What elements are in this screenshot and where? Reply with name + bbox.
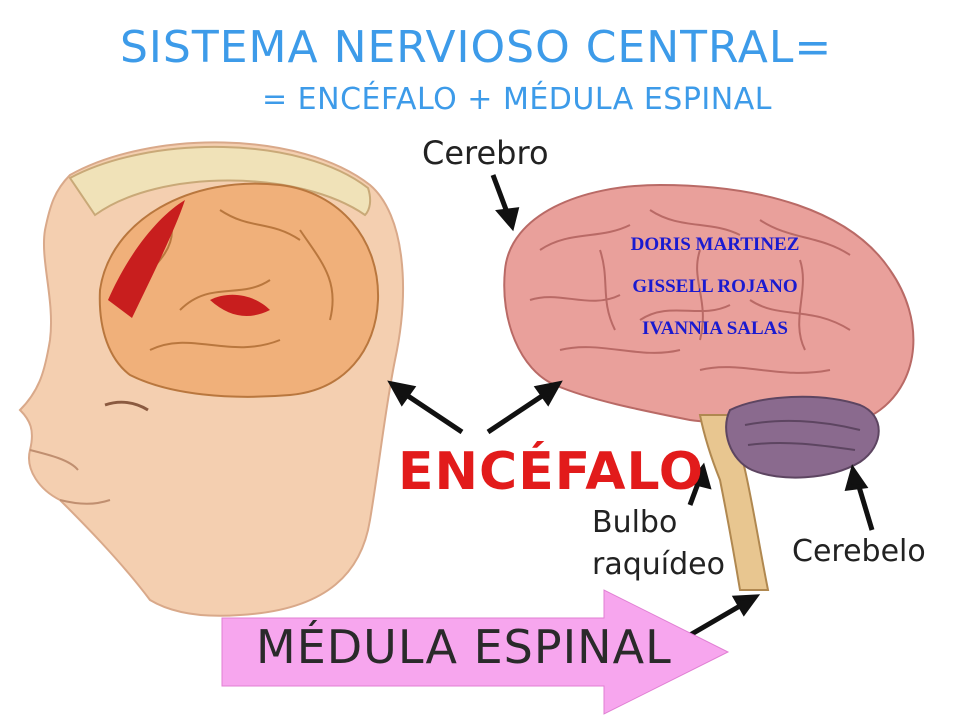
head-illustration — [18, 141, 404, 617]
arrow-encefalo-left-head — [387, 380, 417, 407]
label-encefalo: ENCÉFALO — [398, 442, 705, 502]
arrow-medula — [688, 600, 747, 638]
label-cerebelo: Cerebelo — [792, 534, 926, 569]
label-medula-espinal: MÉDULA ESPINAL — [256, 620, 672, 674]
title-line-2: = ENCÉFALO + MÉDULA ESPINAL — [262, 82, 772, 117]
arrow-encefalo-right — [486, 389, 550, 435]
author-name: DORIS MARTINEZ — [630, 234, 800, 255]
arrow-cerebelo-head — [844, 464, 869, 491]
author-name: IVANNIA SALAS — [642, 318, 788, 339]
medula-banner-arrow — [221, 589, 730, 715]
arrow-encefalo-left — [400, 389, 464, 435]
arrow-cerebro — [490, 174, 511, 216]
label-bulbo-line-1: Bulbo — [592, 505, 678, 540]
arrow-cerebro-head — [495, 207, 520, 232]
arrows — [387, 174, 875, 638]
arrow-encefalo-right-head — [533, 380, 563, 407]
label-cerebro: Cerebro — [422, 134, 549, 172]
label-bulbo-line-2: raquídeo — [592, 547, 725, 582]
brain-illustration — [503, 183, 915, 591]
arrow-medula-head — [731, 594, 761, 617]
authors-list: DORIS MARTINEZ GISSELL ROJANO IVANNIA SA… — [590, 224, 840, 350]
author-name: GISSELL ROJANO — [632, 276, 798, 297]
arrow-bulbo-head — [687, 462, 712, 490]
title-line-1: SISTEMA NERVIOSO CENTRAL= — [120, 22, 833, 73]
label-bulbo-raquideo: Bulbo raquídeo — [592, 502, 725, 586]
